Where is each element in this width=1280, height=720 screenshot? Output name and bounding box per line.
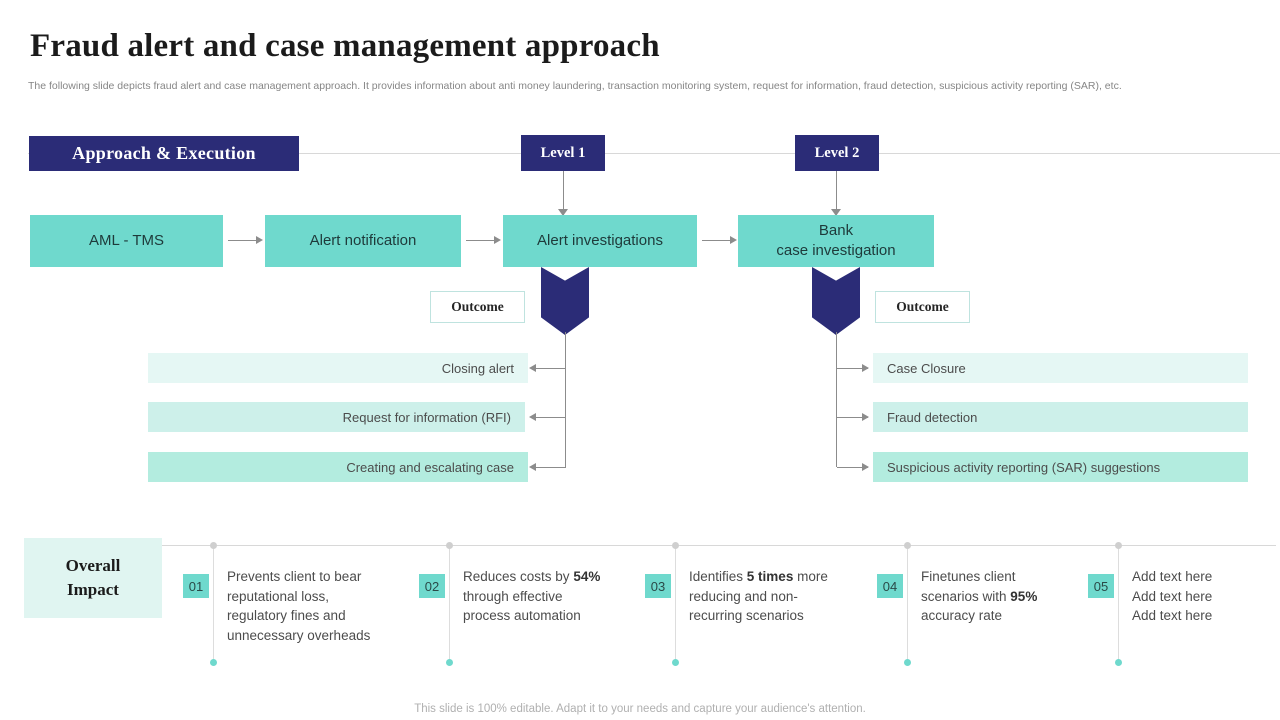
approach-execution-banner: Approach & Execution — [29, 136, 299, 171]
outcome-arrowhead-icon-left-3 — [529, 463, 536, 471]
outcome-spine-right — [836, 332, 837, 467]
impact-dot-bottom-icon — [210, 659, 217, 666]
level-1-arrowhead-icon — [558, 209, 568, 216]
impact-dot-top-icon — [210, 542, 217, 549]
process-step-aml-tms[interactable]: AML - TMS — [30, 215, 223, 267]
chevron-down-icon-left — [541, 267, 589, 335]
level-2-connector — [836, 171, 837, 215]
outcome-left-item-1[interactable]: Closing alert — [148, 353, 528, 383]
process-step-alert-notification[interactable]: Alert notification — [265, 215, 461, 267]
level-2-badge: Level 2 — [795, 135, 879, 171]
process-step-alert-investigations[interactable]: Alert investigations — [503, 215, 697, 267]
impact-dot-top-icon — [1115, 542, 1122, 549]
outcome-branch-left-2 — [535, 417, 566, 418]
flow-connector-1 — [228, 240, 258, 241]
level-1-badge: Level 1 — [521, 135, 605, 171]
outcome-arrowhead-icon-right-2 — [862, 413, 869, 421]
flow-arrowhead-icon-2 — [494, 236, 501, 244]
outcome-right-item-1[interactable]: Case Closure — [873, 353, 1248, 383]
outcome-left-item-3[interactable]: Creating and escalating case — [148, 452, 528, 482]
outcome-right-item-3[interactable]: Suspicious activity reporting (SAR) sugg… — [873, 452, 1248, 482]
flow-connector-2 — [466, 240, 496, 241]
outcome-arrowhead-icon-right-1 — [862, 364, 869, 372]
outcome-branch-left-3 — [535, 467, 566, 468]
impact-item-number-badge: 03 — [645, 574, 671, 598]
flow-arrowhead-icon-1 — [256, 236, 263, 244]
outcome-right-item-2[interactable]: Fraud detection — [873, 402, 1248, 432]
impact-dot-bottom-icon — [904, 659, 911, 666]
outcome-branch-right-1 — [837, 368, 868, 369]
impact-item-text: Identifies 5 times more reducing and non… — [689, 569, 828, 623]
impact-item-divider — [1115, 542, 1122, 666]
impact-dot-top-icon — [446, 542, 453, 549]
outcome-branch-right-2 — [837, 417, 868, 418]
outcome-branch-left-1 — [535, 368, 566, 369]
outcome-arrowhead-icon-right-3 — [862, 463, 869, 471]
impact-item-text: Finetunes client scenarios with 95% accu… — [921, 569, 1038, 623]
impact-item-divider — [904, 542, 911, 666]
impact-dot-top-icon — [672, 542, 679, 549]
impact-item-number-badge: 01 — [183, 574, 209, 598]
outcome-arrowhead-icon-left-1 — [529, 364, 536, 372]
page-subtitle: The following slide depicts fraud alert … — [28, 80, 1122, 92]
footer-note: This slide is 100% editable. Adapt it to… — [414, 703, 866, 715]
impact-dot-bottom-icon — [672, 659, 679, 666]
impact-item-divider — [210, 542, 217, 666]
flow-arrowhead-icon-3 — [730, 236, 737, 244]
impact-item-text: Prevents client to bear reputational los… — [227, 569, 371, 643]
level-1-connector — [563, 171, 564, 215]
level-2-arrowhead-icon — [831, 209, 841, 216]
impact-item-text: Reduces costs by 54% through effective p… — [463, 569, 601, 623]
outcome-chip-left: Outcome — [430, 291, 525, 323]
impact-item-number-badge: 05 — [1088, 574, 1114, 598]
impact-item-divider — [672, 542, 679, 666]
impact-item-divider — [446, 542, 453, 666]
impact-top-line — [162, 545, 1276, 546]
outcome-arrowhead-icon-left-2 — [529, 413, 536, 421]
impact-dot-bottom-icon — [1115, 659, 1122, 666]
outcome-chip-right: Outcome — [875, 291, 970, 323]
impact-dot-bottom-icon — [446, 659, 453, 666]
impact-dot-top-icon — [904, 542, 911, 549]
outcome-left-item-2[interactable]: Request for information (RFI) — [148, 402, 525, 432]
impact-item-number-badge: 04 — [877, 574, 903, 598]
band-divider-line — [28, 153, 1280, 154]
impact-item-number-badge: 02 — [419, 574, 445, 598]
outcome-spine-left — [565, 332, 566, 467]
chevron-down-icon-right — [812, 267, 860, 335]
outcome-branch-right-3 — [837, 467, 868, 468]
flow-connector-3 — [702, 240, 732, 241]
page-title: Fraud alert and case management approach — [30, 28, 660, 64]
